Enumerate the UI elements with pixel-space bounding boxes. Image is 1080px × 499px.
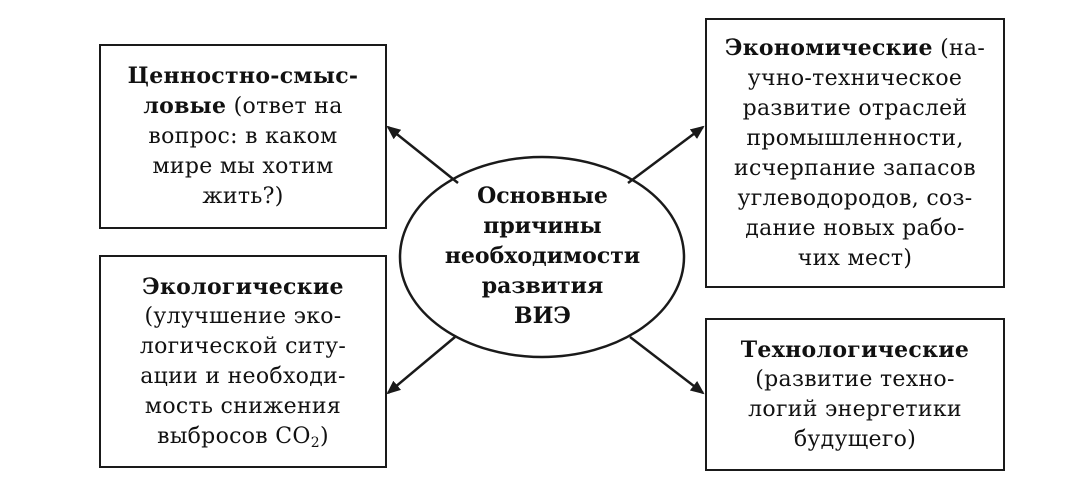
arrow-to-top-left — [386, 125, 459, 184]
box-line: (развитие техно- — [755, 366, 955, 392]
center-line: причины — [483, 213, 602, 239]
box-line: логий энергетики — [748, 396, 962, 422]
center-ellipse — [398, 155, 686, 359]
box-line: мость снижения — [144, 393, 342, 419]
center-label: Основные причины необходимости развития … — [410, 183, 675, 329]
box-line: жить?) — [202, 184, 284, 209]
box-line: исчерпание запасов — [734, 155, 976, 181]
box-line: учно-техническое — [747, 65, 963, 91]
value-reasons-box: Ценностно-смыс- ловые (ответ на вопрос: … — [99, 44, 387, 229]
box-line: мире мы хотим — [152, 154, 334, 179]
technological-reasons-box: Технологические (развитие техно- логий э… — [705, 318, 1005, 471]
box-text: (ответ на — [226, 94, 343, 119]
box-heading: Технологические — [740, 336, 970, 363]
box-line: логической ситу- — [139, 333, 347, 359]
box-heading: Ценностно-смыс- — [127, 63, 359, 89]
box-line: ации и необходи- — [140, 363, 346, 389]
arrow-to-bottom-left — [386, 336, 456, 395]
center-line: необходимости — [444, 243, 641, 269]
box-text: (на- — [932, 35, 986, 61]
box-line: чих мест) — [797, 245, 913, 271]
arrow-to-top-right — [627, 125, 705, 185]
box-text: ) — [319, 423, 329, 449]
box-line: вопрос: в каком — [148, 124, 338, 149]
center-line: Основные — [477, 183, 608, 209]
economic-reasons-box: Экономические (на- учно-техническое разв… — [705, 18, 1005, 288]
box-heading-cont: ловые — [143, 93, 227, 119]
box-line: (улучшение эко- — [144, 303, 342, 329]
box-line: Экономические (на- — [725, 33, 985, 64]
ecological-reasons-box: Экологические (улучшение эко- логической… — [99, 255, 387, 468]
box-line: развитие отраслей — [742, 95, 968, 121]
box-line: выбросов CO2) — [157, 422, 329, 452]
subscript: 2 — [310, 434, 320, 451]
box-line: ловые (ответ на — [143, 91, 342, 122]
box-text: выбросов CO — [157, 423, 311, 449]
box-heading: Экологические — [142, 273, 344, 300]
center-line: развития — [481, 273, 604, 299]
box-heading: Экономические — [724, 34, 933, 61]
box-line: будущего) — [793, 426, 917, 452]
box-line: дание новых рабо- — [745, 215, 965, 241]
box-line: углеводородов, соз- — [737, 185, 973, 211]
center-line: ВИЭ — [514, 303, 571, 329]
box-line: промышленности, — [746, 125, 964, 151]
arrow-to-bottom-right — [629, 336, 705, 395]
